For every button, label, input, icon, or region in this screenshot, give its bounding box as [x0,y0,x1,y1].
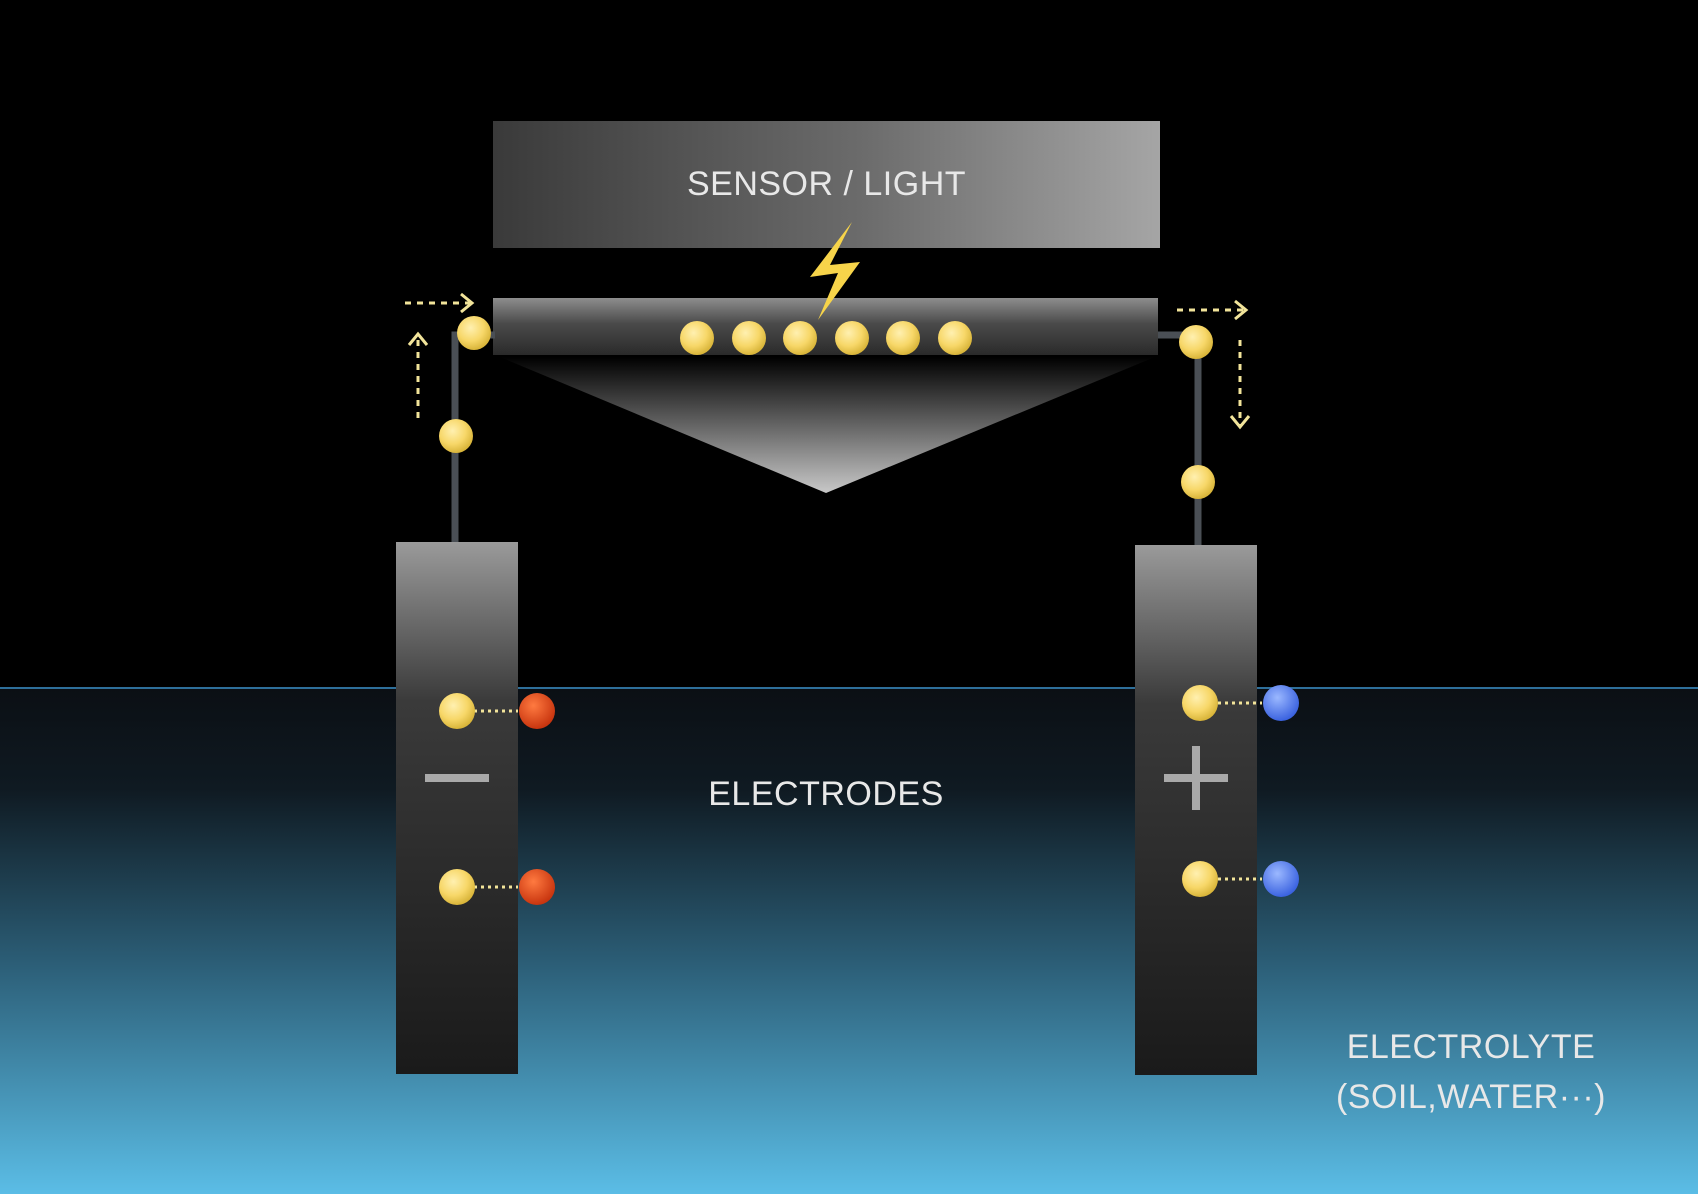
electron [938,321,972,355]
electrolyte-area [0,688,1698,1194]
sensor-light-label: SENSOR / LIGHT [686,165,967,203]
dashed-arrow-icon [405,292,475,314]
negative-electrode [396,542,518,1074]
electron [457,316,491,350]
cation [519,869,555,905]
sensor-block [493,121,1160,248]
electron [732,321,766,355]
lightning-bolt-icon [810,222,860,320]
electrolyte-title: ELECTROLYTE [1346,1028,1596,1066]
ion-bonds [474,701,1262,889]
dashed-arrow-icon [1229,340,1251,430]
electron [1181,465,1215,499]
electron [1179,325,1213,359]
electron [439,419,473,453]
electrodes-label: ELECTRODES [708,775,944,813]
electron [1182,861,1218,897]
electron [783,321,817,355]
negative-sign [425,774,489,782]
dashed-arrow-icon [1177,299,1249,321]
electron [439,693,475,729]
right-wire [1158,331,1202,545]
electron [439,869,475,905]
anion [1263,685,1299,721]
electrolyte-subtitle: (SOIL,WATER···) [1335,1078,1607,1116]
electron [886,321,920,355]
electron [680,321,714,355]
positive-sign [1164,746,1228,810]
anion [1263,861,1299,897]
light-cone [500,357,1155,493]
dashed-arrow-icon [407,331,429,418]
electron [835,321,869,355]
electrolyte-label: ELECTROLYTE (SOIL,WATER···) [1300,1022,1642,1122]
cation [519,693,555,729]
electron [1182,685,1218,721]
